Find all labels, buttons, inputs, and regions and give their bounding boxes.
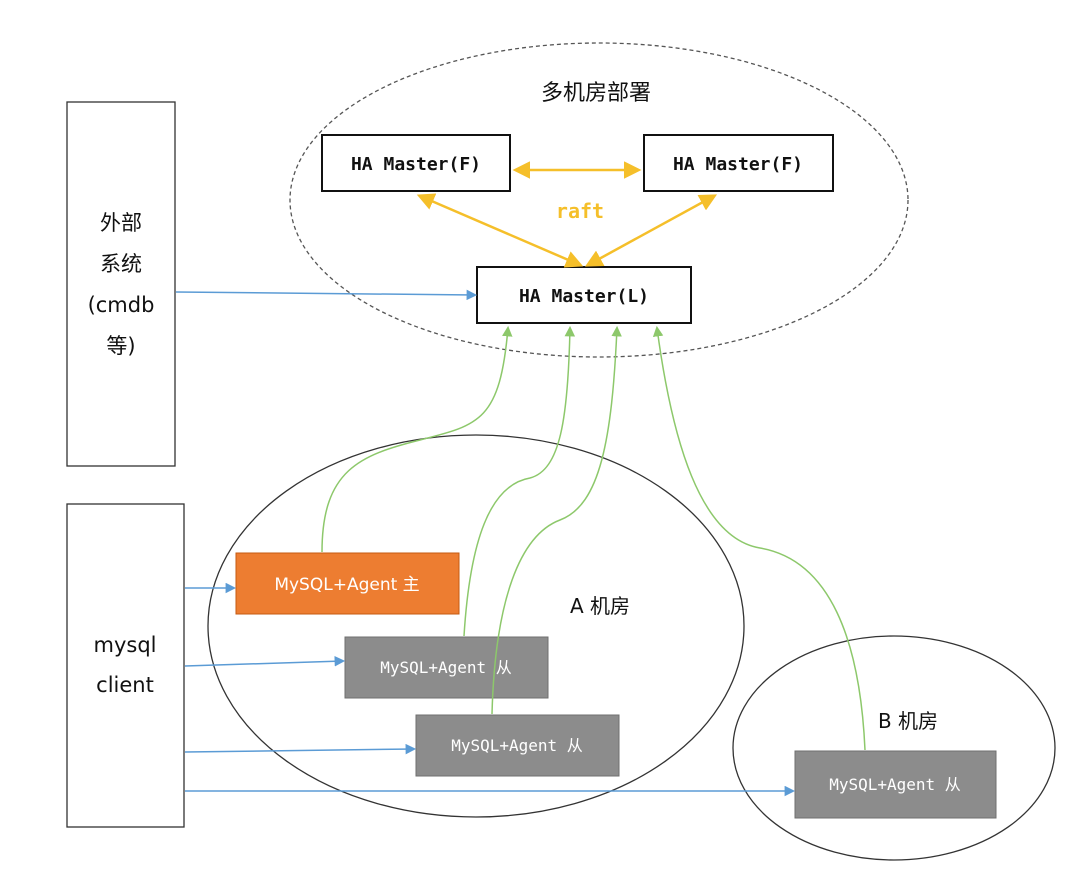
ha-master-follower-left-box [321,134,511,192]
external-system-line-4: 等) [106,334,135,358]
agent-master-to-leader-link [321,325,513,553]
mysql-client-box [66,503,185,828]
multi-dc-region [289,42,909,358]
mysql-agent-master-label: MySQL+Agent 主 [274,575,419,595]
agent-slave-a2-to-leader-link [491,325,622,715]
external-system-box [66,101,176,467]
external-system-label: 外部 系统 (cmdb 等) [88,211,155,358]
mysql-agent-slave-b-box [794,750,997,819]
external-to-leader-arrow [175,289,478,301]
room-a-label: A 机房 [570,594,630,618]
ha-master-follower-right-label: HA Master(F) [673,154,803,175]
client-to-slave-a1-arrow [184,656,346,667]
mysql-agent-master-box [235,552,460,615]
mysql-agent-slave-a1-label: MySQL+Agent 从 [380,658,512,677]
raft-link-left-leader [416,193,584,268]
ha-master-follower-right-box [643,134,834,192]
mysql-client-line-1: mysql [94,633,157,657]
room-b-label: B 机房 [878,709,938,733]
external-system-line-2: 系统 [100,252,142,276]
raft-label: raft [556,199,604,223]
mysql-client-line-2: client [96,673,154,697]
ha-master-leader-label: HA Master(L) [519,286,649,307]
mysql-agent-slave-a1-box [344,636,549,699]
room-a-region [207,434,745,818]
raft-link-right-leader [584,194,718,267]
client-to-slave-a2-arrow [184,743,417,755]
agent-slave-a1-to-leader-link [463,325,576,637]
ha-master-follower-left-label: HA Master(F) [351,154,481,175]
ha-master-leader-box [476,266,692,324]
mysql-agent-slave-a2-label: MySQL+Agent 从 [451,736,583,755]
agent-slave-b-to-leader-link [652,325,866,751]
multi-dc-title: 多机房部署 [541,81,651,106]
room-b-region [732,635,1056,861]
mysql-agent-slave-b-label: MySQL+Agent 从 [829,775,961,794]
external-system-line-1: 外部 [100,211,142,235]
mysql-client-label: mysql client [94,633,157,697]
external-system-line-3: (cmdb [88,293,155,317]
